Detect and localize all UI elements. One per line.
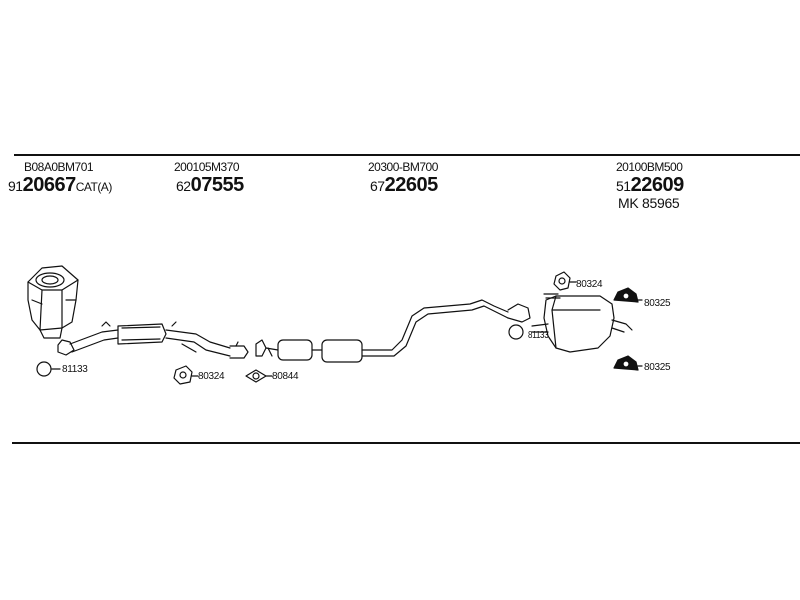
- front-pipe-drawing: [57, 321, 249, 359]
- rear-muffler-drawing: [531, 293, 633, 353]
- hanger-80325-bottom-drawing: [613, 355, 639, 371]
- callout-81133: 81133: [62, 364, 88, 375]
- gasket-80844-drawing: [245, 369, 267, 383]
- part-number-1: 9120667CAT(A): [8, 174, 112, 197]
- part-extra-4: MK 85965: [618, 195, 680, 211]
- bottom-divider: [12, 442, 800, 444]
- part-number-3-prefix: 67: [370, 178, 385, 194]
- part-number-2-main: 07555: [190, 174, 245, 196]
- catalytic-converter-drawing: [27, 265, 79, 339]
- top-divider: [14, 154, 800, 156]
- part-number-4: 5122609: [616, 174, 684, 197]
- gasket-81133-drawing: [36, 361, 52, 377]
- part-number-4-prefix: 51: [616, 178, 631, 194]
- callout-80844: 80844: [272, 371, 299, 382]
- gasket-rear-drawing: [508, 324, 524, 340]
- callout-80325-top: 80325: [644, 298, 671, 309]
- part-number-1-suffix: CAT(A): [75, 180, 113, 194]
- clamp-80324-rear-drawing: [553, 271, 571, 291]
- part-number-3-main: 22605: [384, 174, 439, 196]
- part-number-2-prefix: 62: [176, 178, 191, 194]
- part-code-2: 200105M370: [174, 160, 240, 174]
- part-code-3: 20300-BM700: [368, 160, 438, 174]
- part-number-1-main: 20667: [22, 174, 77, 196]
- callout-80324-rear: 80324: [576, 279, 603, 290]
- clamp-80324-drawing: [173, 365, 193, 385]
- part-number-4-main: 22609: [630, 174, 685, 196]
- center-pipe-drawing: [255, 299, 531, 363]
- callout-80324-front: 80324: [198, 371, 225, 382]
- callout-80325-bottom: 80325: [644, 362, 671, 373]
- part-number-2: 6207555: [176, 174, 244, 197]
- callout-81133-rear: 81133: [528, 330, 549, 341]
- part-number-3: 6722605: [370, 174, 438, 197]
- part-code-4: 20100BM500: [616, 160, 683, 174]
- part-code-1: B08A0BM701: [24, 160, 94, 174]
- hanger-80325-top-drawing: [613, 287, 639, 303]
- part-number-1-prefix: 91: [8, 178, 23, 194]
